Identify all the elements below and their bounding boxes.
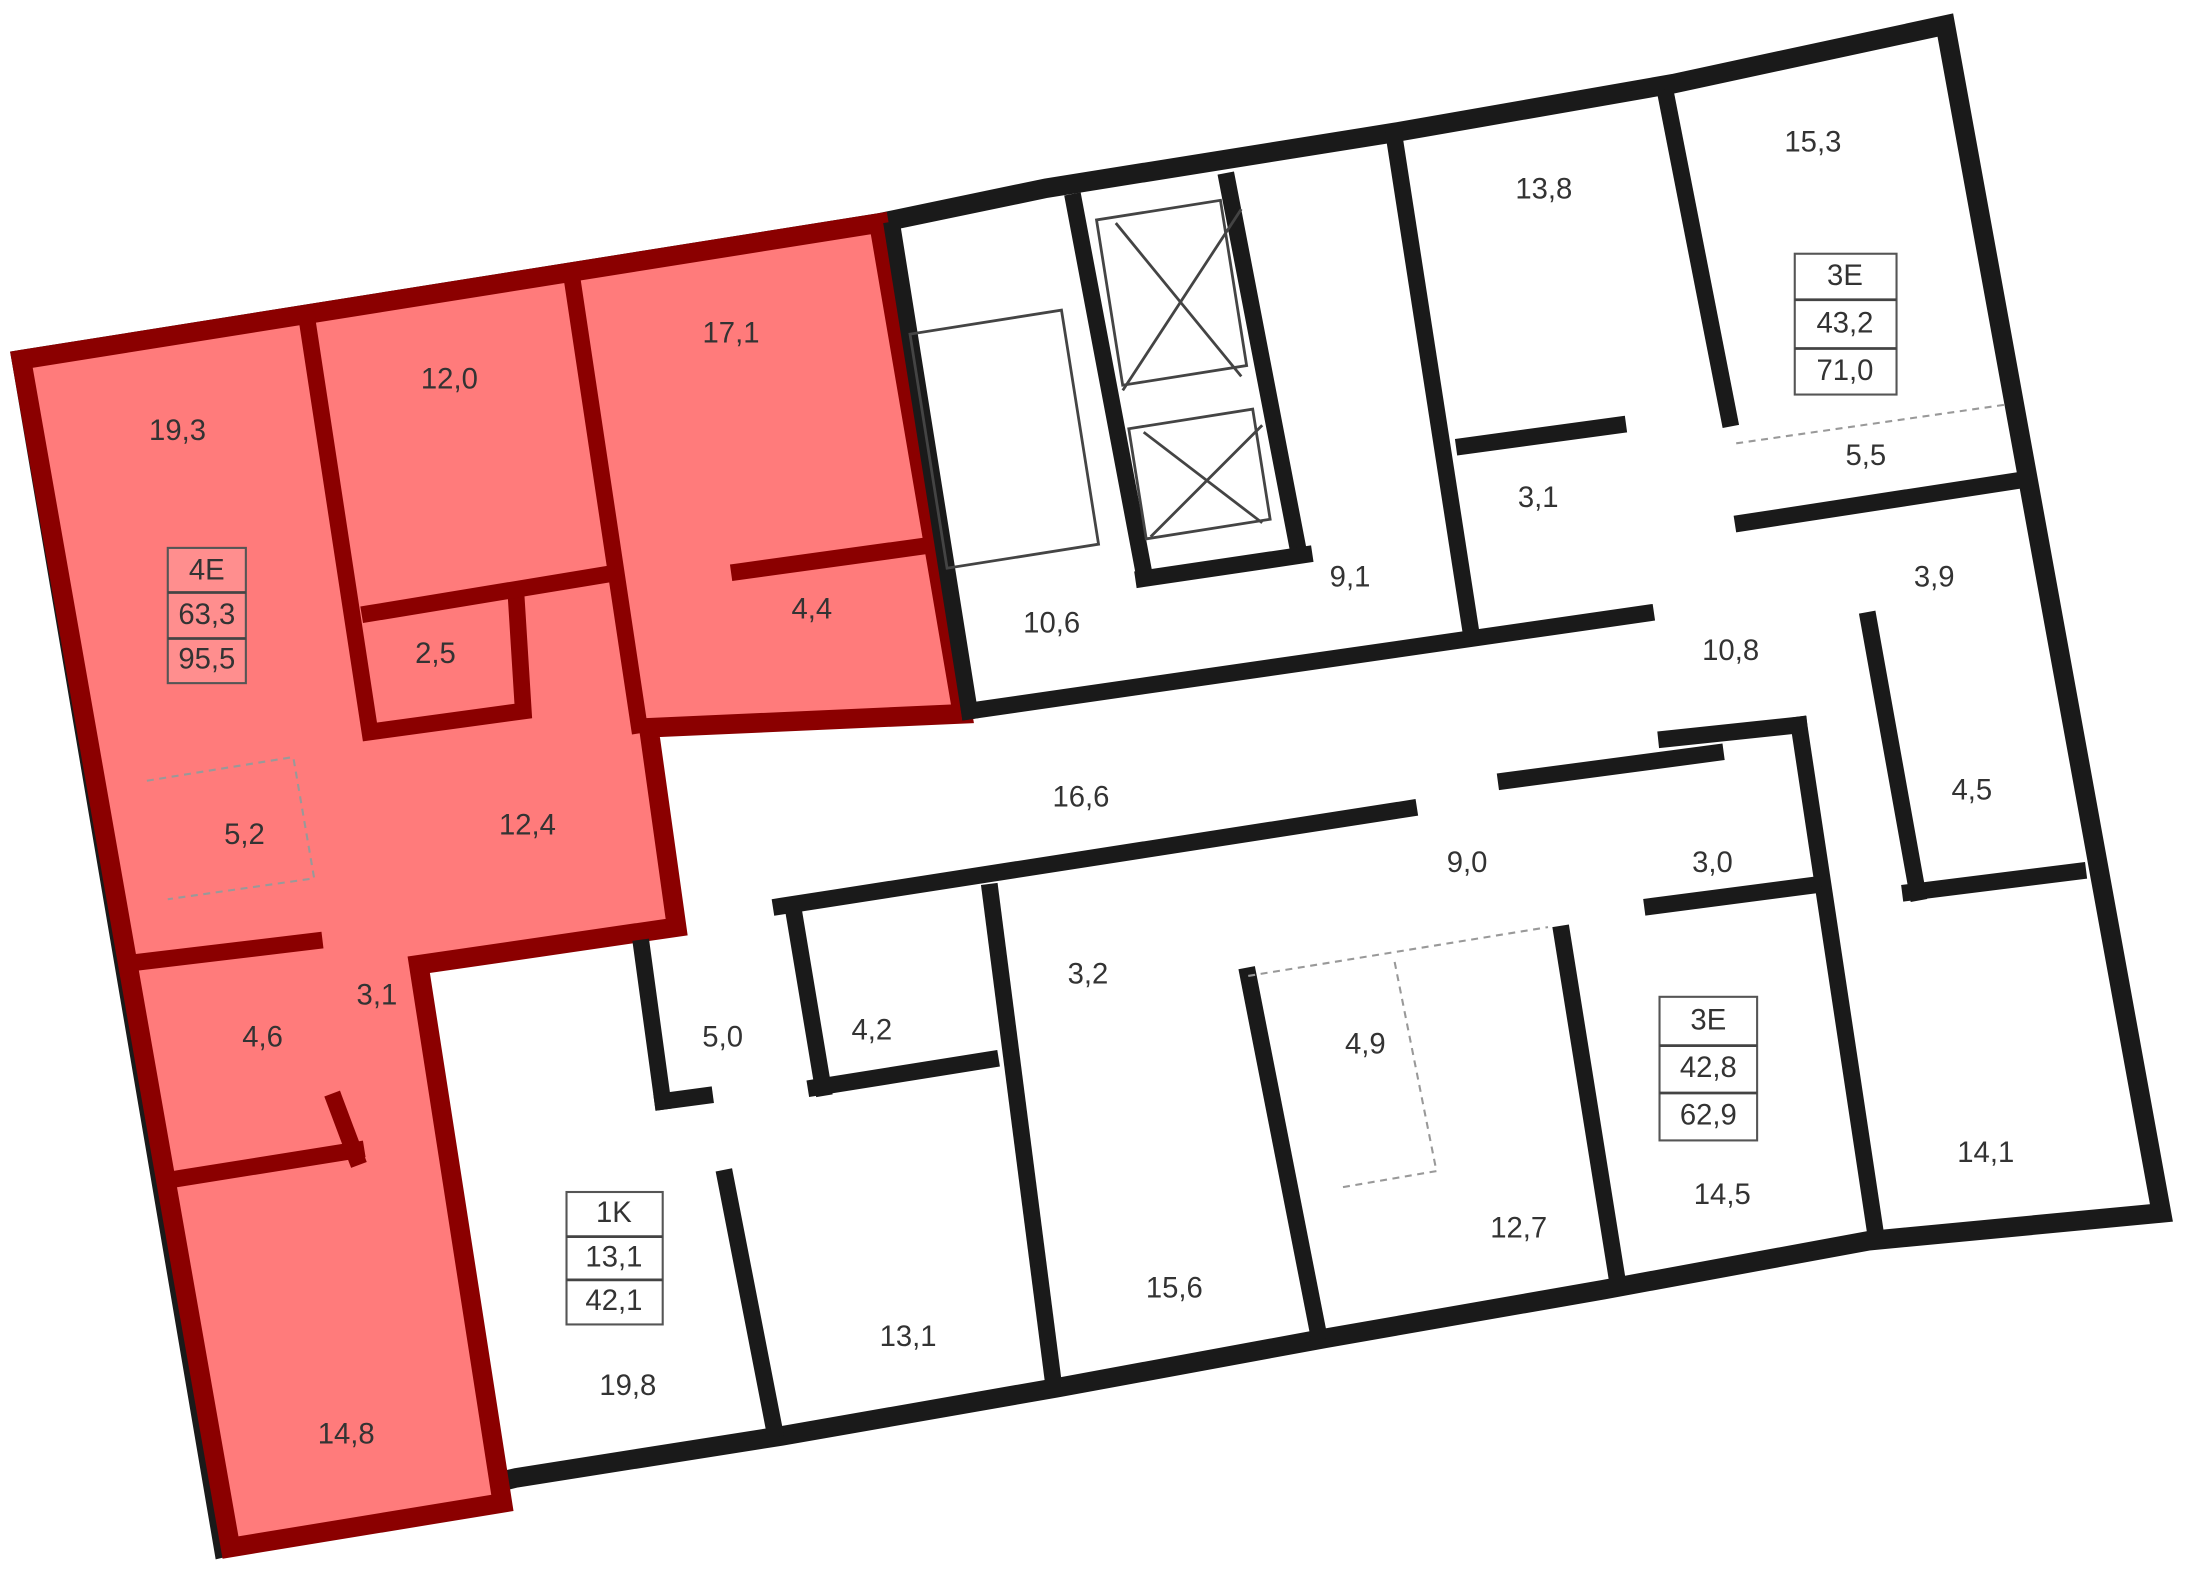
zone-dividers — [146, 403, 2009, 1189]
room-area: 14,8 — [318, 1419, 375, 1451]
room-area: 4,5 — [1951, 775, 1992, 807]
room-area: 16,6 — [1052, 782, 1109, 814]
total-area: 95,5 — [178, 644, 235, 676]
room-area: 3,9 — [1914, 561, 1955, 593]
room-area: 5,2 — [224, 819, 265, 851]
apartment-type: 3E — [1690, 1005, 1726, 1037]
room-area: 3,1 — [1518, 482, 1559, 514]
room-area: 12,7 — [1490, 1212, 1547, 1244]
apartment-type: 3E — [1827, 260, 1863, 292]
room-area: 4,6 — [242, 1021, 283, 1053]
apartment-type: 4E — [189, 554, 225, 586]
room-area: 3,1 — [357, 980, 398, 1012]
apartment-badge-4e[interactable]: 4E 63,3 95,5 — [166, 546, 247, 685]
room-area: 4,9 — [1345, 1028, 1386, 1060]
apartment-badge-3e-top[interactable]: 3E 43,2 71,0 — [1793, 252, 1898, 396]
room-area: 15,3 — [1784, 126, 1841, 158]
apartment-4e-highlight[interactable] — [10, 211, 974, 1559]
total-area: 71,0 — [1816, 355, 1873, 387]
total-area: 62,9 — [1680, 1099, 1737, 1131]
room-area: 19,8 — [599, 1370, 656, 1402]
room-area: 4,4 — [792, 593, 833, 625]
room-area: 5,0 — [702, 1021, 743, 1053]
room-labels: 19,3 12,0 17,1 2,5 4,4 5,2 12,4 3,1 4,6 … — [149, 126, 2014, 1450]
room-area: 3,2 — [1068, 959, 1109, 991]
living-area: 43,2 — [1816, 308, 1873, 340]
room-area: 14,5 — [1694, 1179, 1751, 1211]
room-area: 2,5 — [415, 638, 456, 670]
room-area: 9,0 — [1447, 847, 1488, 879]
room-area: 5,5 — [1846, 440, 1887, 472]
room-area: 9,1 — [1330, 561, 1371, 593]
room-area: 15,6 — [1146, 1272, 1203, 1304]
living-area: 42,8 — [1680, 1052, 1737, 1084]
apartment-type: 1K — [596, 1197, 632, 1229]
total-area: 42,1 — [585, 1285, 642, 1317]
room-area: 14,1 — [1957, 1137, 2014, 1169]
apartment-badge-1k[interactable]: 1K 13,1 42,1 — [565, 1190, 664, 1326]
room-area: 10,8 — [1702, 635, 1759, 667]
living-area: 63,3 — [178, 599, 235, 631]
room-area: 12,4 — [499, 809, 556, 841]
room-area: 19,3 — [149, 415, 206, 447]
room-area: 13,1 — [880, 1321, 937, 1353]
living-area: 13,1 — [585, 1242, 642, 1274]
stairwell — [908, 198, 1272, 570]
apartment-badge-3e-bottom[interactable]: 3E 42,8 62,9 — [1658, 995, 1759, 1142]
room-area: 10,6 — [1023, 607, 1080, 639]
room-area: 4,2 — [851, 1014, 892, 1046]
room-area: 13,8 — [1515, 174, 1572, 206]
room-area: 17,1 — [703, 317, 760, 349]
room-area: 3,0 — [1692, 847, 1733, 879]
room-area: 12,0 — [421, 363, 478, 395]
